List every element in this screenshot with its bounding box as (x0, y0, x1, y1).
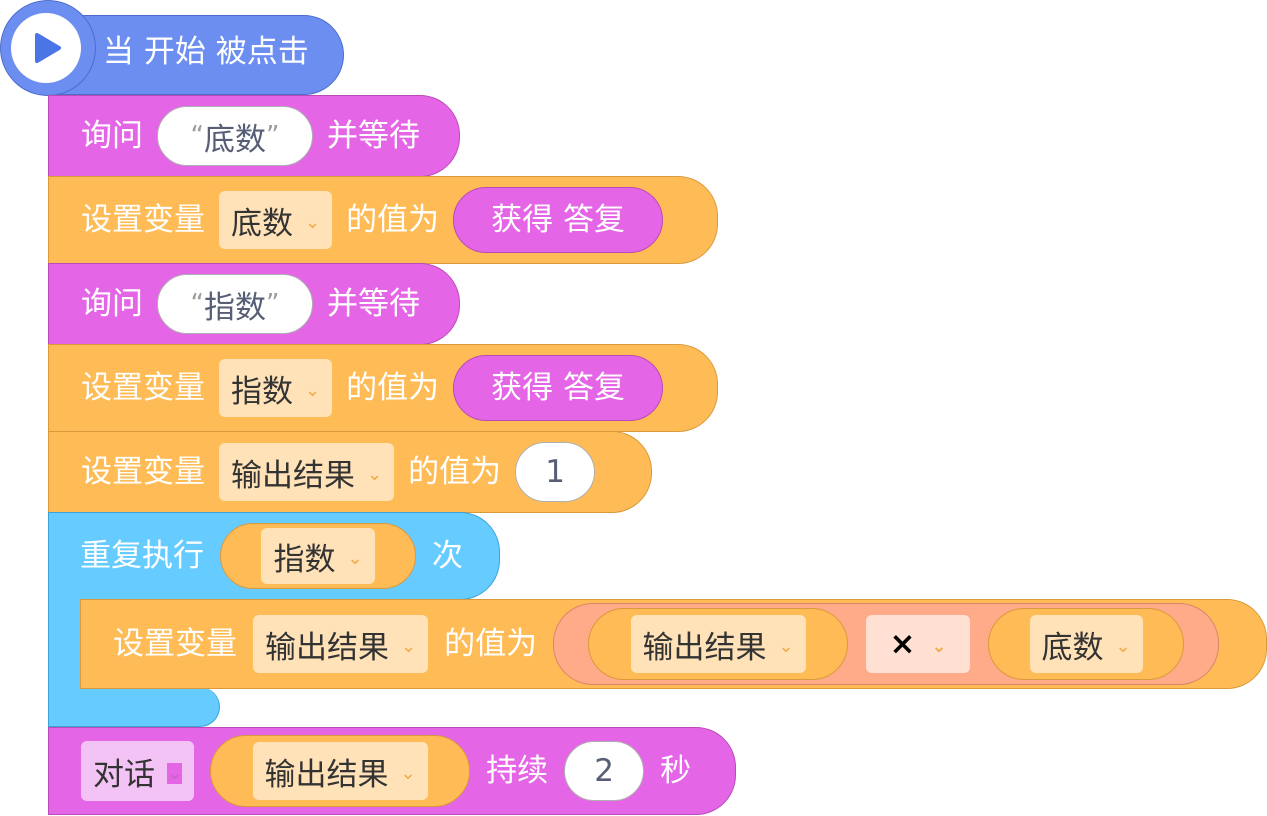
variable-dropdown[interactable]: 底数 ⌄ (1029, 615, 1143, 673)
ask-question-input[interactable]: “指数” (157, 274, 313, 334)
chevron-down-icon: ⌄ (305, 379, 321, 401)
seconds-unit: 秒 (660, 752, 692, 789)
chevron-down-icon: ⌄ (1115, 635, 1131, 657)
variable-name: 底数 (1041, 629, 1104, 666)
set-variable-label: 设置变量 (113, 625, 237, 662)
answer-reporter-label: 获得 答复 (491, 369, 626, 406)
ask-suffix: 并等待 (327, 285, 420, 322)
set-variable-label: 设置变量 (81, 201, 205, 238)
chevron-down-icon: ⌄ (367, 463, 383, 485)
chevron-down-icon: ⌄ (167, 762, 183, 784)
ask-and-wait-block-2[interactable]: 询问 “指数” 并等待 (48, 263, 460, 345)
chevron-down-icon: ⌄ (347, 547, 363, 569)
to-value-label: 的值为 (346, 369, 440, 406)
ask-suffix: 并等待 (327, 117, 420, 154)
answer-reporter-label: 获得 答复 (491, 201, 626, 238)
repeat-suffix: 次 (432, 537, 463, 574)
chevron-down-icon: ⌄ (305, 211, 321, 233)
to-value-label: 的值为 (408, 453, 502, 490)
variable-dropdown[interactable]: 输出结果 ⌄ (219, 443, 395, 501)
set-variable-block-inner[interactable]: 设置变量 输出结果 ⌄ 的值为 输出结果 ⌄ × ⌄ 底数 ⌄ (80, 599, 1267, 689)
multiply-operator-reporter[interactable]: 输出结果 ⌄ × ⌄ 底数 ⌄ (553, 603, 1220, 685)
say-for-seconds-block[interactable]: 对话 ⌄ 输出结果 ⌄ 持续 2 秒 (48, 727, 736, 815)
to-value-label: 的值为 (346, 201, 440, 238)
variable-name: 指数 (231, 373, 293, 410)
answer-reporter[interactable]: 获得 答复 (453, 187, 664, 253)
variable-dropdown[interactable]: 输出结果 ⌄ (630, 615, 806, 673)
operator-symbol: × (889, 626, 916, 662)
variable-dropdown[interactable]: 底数 ⌄ (219, 191, 333, 249)
ask-question-input[interactable]: “底数” (157, 106, 313, 166)
say-mode-label: 对话 (93, 756, 155, 793)
to-value-label: 的值为 (444, 625, 538, 662)
ask-question-text: 指数 (204, 289, 266, 326)
value-text: 1 (545, 454, 565, 490)
variable-name: 输出结果 (264, 756, 389, 793)
variable-dropdown[interactable]: 输出结果 ⌄ (252, 742, 428, 800)
repeat-block-arm (48, 598, 80, 690)
set-variable-label: 设置变量 (81, 453, 205, 490)
ask-question-text: 底数 (204, 121, 266, 158)
repeat-block-foot (48, 687, 220, 727)
say-value-reporter[interactable]: 输出结果 ⌄ (210, 735, 471, 807)
variable-name: 输出结果 (265, 629, 389, 666)
variable-name: 输出结果 (642, 629, 767, 666)
right-operand-reporter[interactable]: 底数 ⌄ (988, 608, 1185, 680)
chevron-down-icon: ⌄ (400, 762, 416, 784)
chevron-down-icon: ⌄ (931, 635, 947, 657)
ask-label: 询问 (81, 285, 143, 322)
set-variable-label: 设置变量 (81, 369, 205, 406)
value-input[interactable]: 1 (515, 442, 596, 502)
repeat-label: 重复执行 (80, 537, 204, 574)
variable-dropdown[interactable]: 指数 ⌄ (219, 359, 333, 417)
set-variable-block-1[interactable]: 设置变量 底数 ⌄ 的值为 获得 答复 (48, 176, 718, 264)
for-label: 持续 (486, 752, 549, 789)
variable-name: 输出结果 (231, 457, 355, 494)
chevron-down-icon: ⌄ (401, 635, 417, 657)
left-operand-reporter[interactable]: 输出结果 ⌄ (588, 608, 849, 680)
seconds-input[interactable]: 2 (564, 741, 645, 801)
variable-name: 指数 (273, 541, 336, 578)
hat-label: 当 开始 被点击 (103, 34, 309, 70)
operator-dropdown[interactable]: × ⌄ (866, 615, 971, 673)
ask-and-wait-block-1[interactable]: 询问 “底数” 并等待 (48, 95, 460, 177)
chevron-down-icon: ⌄ (778, 635, 794, 657)
repeat-count-reporter[interactable]: 指数 ⌄ (220, 523, 416, 589)
answer-reporter[interactable]: 获得 答复 (453, 355, 664, 421)
variable-dropdown[interactable]: 指数 ⌄ (261, 528, 375, 584)
variable-name: 底数 (231, 205, 293, 242)
ask-label: 询问 (81, 117, 143, 154)
set-variable-block-3[interactable]: 设置变量 输出结果 ⌄ 的值为 1 (48, 431, 652, 513)
set-variable-block-2[interactable]: 设置变量 指数 ⌄ 的值为 获得 答复 (48, 344, 718, 432)
variable-dropdown[interactable]: 输出结果 ⌄ (253, 615, 429, 673)
seconds-value: 2 (594, 753, 614, 789)
play-flag-icon (11, 13, 81, 83)
say-mode-dropdown[interactable]: 对话 ⌄ (81, 741, 195, 801)
